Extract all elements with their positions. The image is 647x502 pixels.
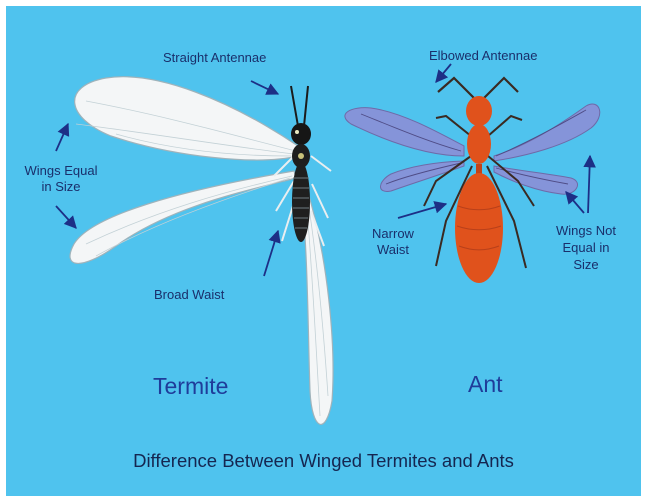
label-wings-equal-line1: Wings Equal xyxy=(16,163,106,179)
label-wings-not-equal-line2: Equal in xyxy=(546,239,626,256)
arrow-wings-not-equal-1 xyxy=(588,156,590,213)
label-elbowed-antennae: Elbowed Antennae xyxy=(429,48,537,64)
arrow-wings-equal-upper xyxy=(56,124,68,151)
label-wings-not-equal-line3: Size xyxy=(546,256,626,273)
termite-antennae xyxy=(291,86,308,126)
ant-wing-upper-right xyxy=(494,104,600,161)
label-narrow-waist: Narrow Waist xyxy=(358,226,428,258)
title-ant: Ant xyxy=(468,371,503,398)
diagram-panel: Straight Antennae Elbowed Antennae Wings… xyxy=(6,6,641,496)
ant-antennae xyxy=(438,78,518,98)
label-wings-not-equal-line1: Wings Not xyxy=(546,222,626,239)
arrow-wings-not-equal-2 xyxy=(566,192,584,213)
label-broad-waist: Broad Waist xyxy=(154,287,224,303)
label-straight-antennae: Straight Antennae xyxy=(163,50,266,66)
label-narrow-waist-line2: Waist xyxy=(358,242,428,258)
arrow-broad-waist xyxy=(264,231,278,276)
termite-wing-upper-left xyxy=(75,77,298,160)
arrow-narrow-waist xyxy=(398,204,446,218)
arrow-straight-antennae xyxy=(251,81,278,94)
label-wings-equal-line2: in Size xyxy=(16,179,106,195)
ant-head xyxy=(466,96,492,126)
label-wings-equal: Wings Equal in Size xyxy=(16,163,106,195)
label-wings-not-equal: Wings Not Equal in Size xyxy=(546,222,626,273)
title-termite: Termite xyxy=(153,373,228,400)
label-narrow-waist-line1: Narrow xyxy=(358,226,428,242)
termite-abdomen xyxy=(292,162,310,242)
diagram-caption: Difference Between Winged Termites and A… xyxy=(6,450,641,472)
arrow-wings-equal-lower xyxy=(56,206,76,228)
arrow-elbowed-antennae xyxy=(436,64,451,82)
termite-head xyxy=(291,123,311,145)
